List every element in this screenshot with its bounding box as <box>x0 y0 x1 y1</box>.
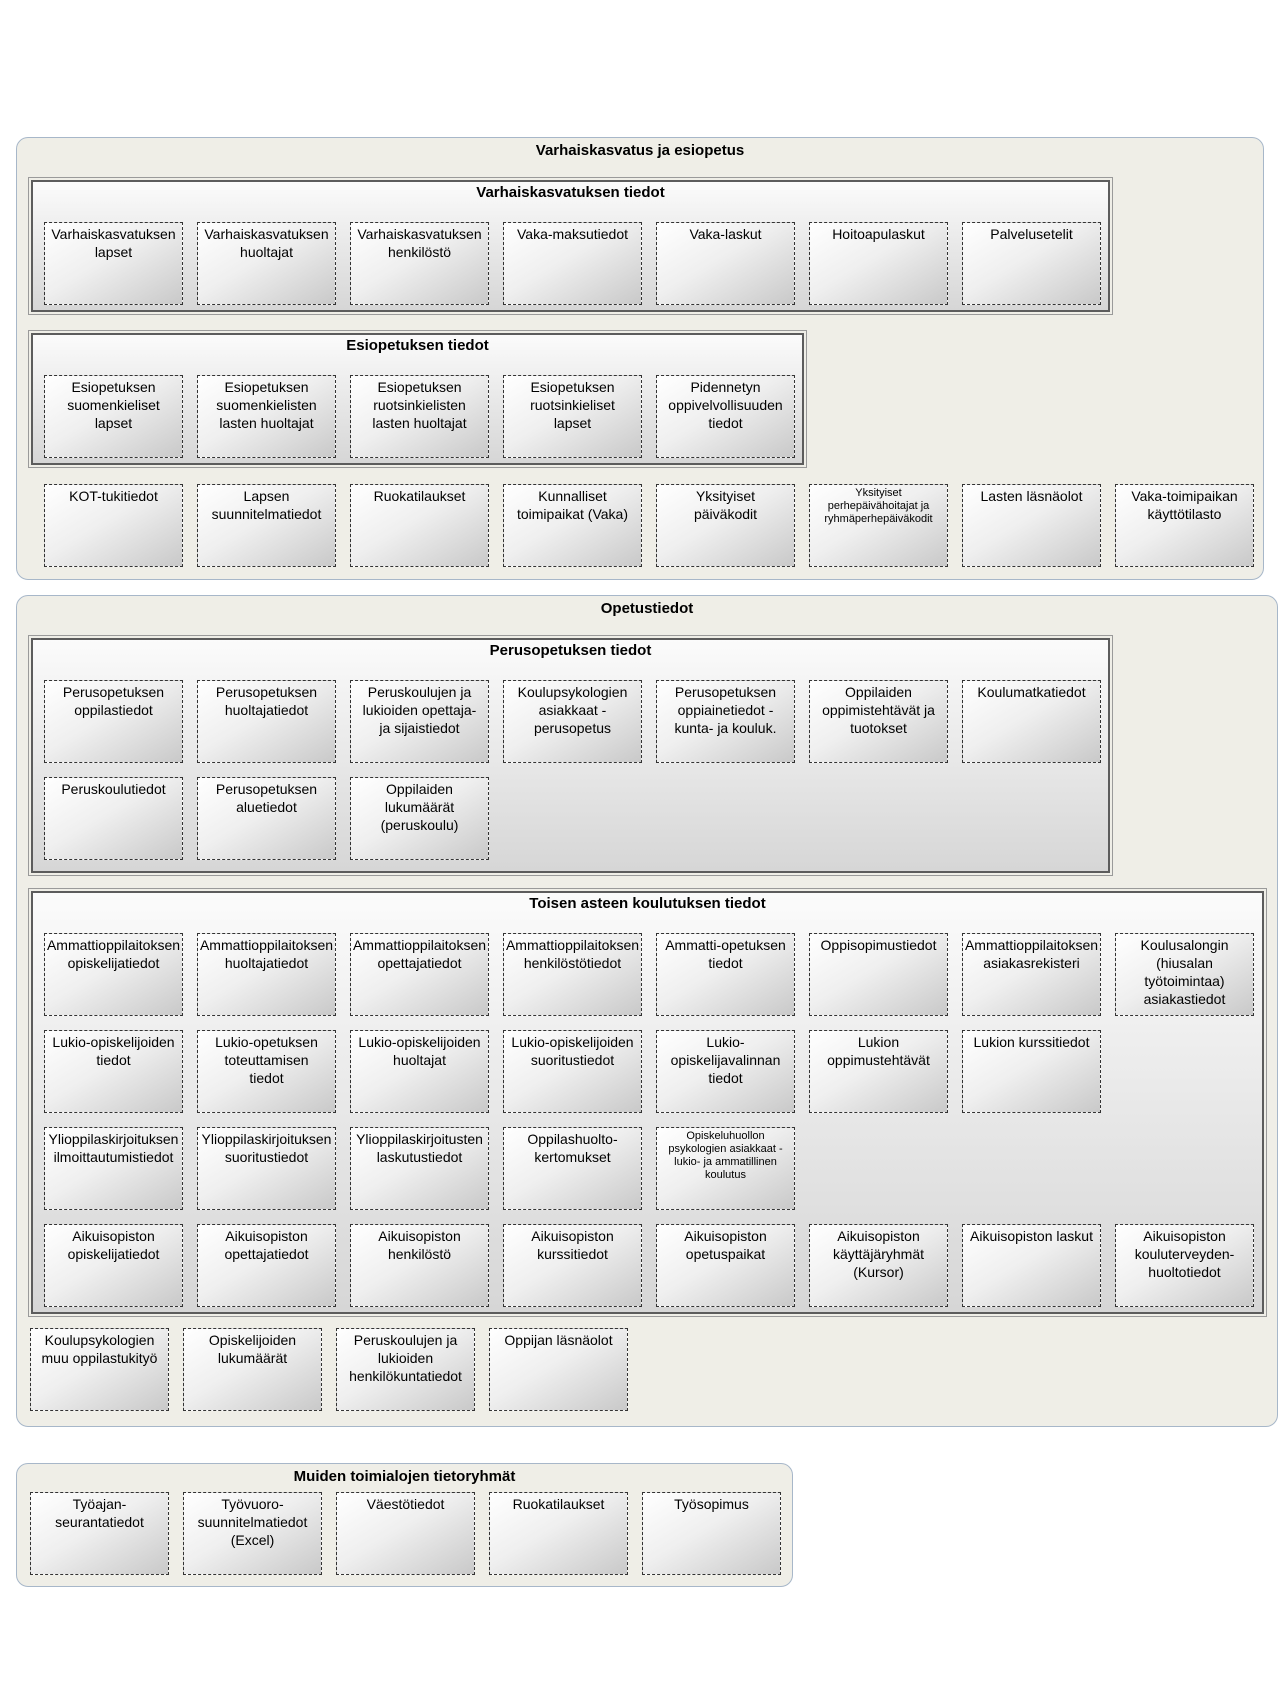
data-item[interactable]: Peruskoulutiedot <box>44 777 183 860</box>
subgroup-esiopetuksen-tiedot: Esiopetuksen tiedot Esiopetuksen suomenk… <box>28 330 807 468</box>
data-item[interactable]: Lapsen suunnitelmatiedot <box>197 484 336 567</box>
data-item[interactable]: Ylioppilaskirjoituksen ilmoittautumistie… <box>44 1127 183 1210</box>
data-item[interactable]: Lukio- opiskelijavalinnan tiedot <box>656 1030 795 1113</box>
data-item[interactable]: Opiskelijoiden lukumäärät <box>183 1328 322 1411</box>
data-item[interactable]: Koulupsykologien asiakkaat - perusopetus <box>503 680 642 763</box>
data-item[interactable]: Aikuisopiston käyttäjäryhmät (Kursor) <box>809 1224 948 1307</box>
data-item[interactable]: Varhaiskasvatuksen lapset <box>44 222 183 305</box>
data-item[interactable]: Yksityiset perhepäivähoitajat ja ryhmäpe… <box>809 484 948 567</box>
subgroup-toisen-asteen-koulutuksen-tiedot: Toisen asteen koulutuksen tiedot Ammatti… <box>28 888 1267 1317</box>
data-item[interactable]: Vaka-maksutiedot <box>503 222 642 305</box>
data-item[interactable]: KOT-tukitiedot <box>44 484 183 567</box>
data-item[interactable]: Esiopetuksen suomenkieliset lapset <box>44 375 183 458</box>
data-item[interactable]: Hoitoapulaskut <box>809 222 948 305</box>
data-item[interactable]: Ammatti-opetuksen tiedot <box>656 933 795 1016</box>
group-title: Muiden toimialojen tietoryhmät <box>293 1468 516 1485</box>
data-item[interactable]: Ammattioppilaitoksen asiakasrekisteri <box>962 933 1101 1016</box>
subgroup-title: Perusopetuksen tiedot <box>489 642 652 659</box>
data-item[interactable]: Perusopetuksen oppiainetiedot - kunta- j… <box>656 680 795 763</box>
data-item[interactable]: Koulumatkatiedot <box>962 680 1101 763</box>
data-item[interactable]: Ylioppilaskirjoitusten laskutustiedot <box>350 1127 489 1210</box>
data-item[interactable]: Lukio-opiskelijoiden huoltajat <box>350 1030 489 1113</box>
data-item[interactable]: Oppisopimustiedot <box>809 933 948 1016</box>
data-item[interactable]: Kunnalliset toimipaikat (Vaka) <box>503 484 642 567</box>
data-item[interactable]: Työajan- seurantatiedot <box>30 1492 169 1575</box>
data-item[interactable]: Oppilaiden oppimistehtävät ja tuotokset <box>809 680 948 763</box>
data-item[interactable]: Aikuisopiston opiskelijatiedot <box>44 1224 183 1307</box>
data-item[interactable]: Ammattioppilaitoksen opiskelijatiedot <box>44 933 183 1016</box>
subgroup-title: Varhaiskasvatuksen tiedot <box>476 184 665 201</box>
data-item[interactable]: Lasten läsnäolot <box>962 484 1101 567</box>
data-item[interactable]: Perusopetuksen oppilastiedot <box>44 680 183 763</box>
data-item[interactable]: Aikuisopiston kurssitiedot <box>503 1224 642 1307</box>
data-item[interactable]: Varhaiskasvatuksen huoltajat <box>197 222 336 305</box>
data-item[interactable]: Lukio-opiskelijoiden suoritustiedot <box>503 1030 642 1113</box>
data-item[interactable]: Ammattioppilaitoksen huoltajatiedot <box>197 933 336 1016</box>
data-item[interactable]: Pidennetyn oppivelvollisuuden tiedot <box>656 375 795 458</box>
group-opetustiedot: Opetustiedot Perusopetuksen tiedot Perus… <box>16 595 1278 1427</box>
data-item[interactable]: Ammattioppilaitoksen opettajatiedot <box>350 933 489 1016</box>
data-item[interactable]: Aikuisopiston henkilöstö <box>350 1224 489 1307</box>
data-item[interactable]: Oppijan läsnäolot <box>489 1328 628 1411</box>
data-item[interactable]: Perusopetuksen aluetiedot <box>197 777 336 860</box>
subgroup-varhaiskasvatuksen-tiedot: Varhaiskasvatuksen tiedot Varhaiskasvatu… <box>28 177 1113 315</box>
data-item[interactable]: Perusopetuksen huoltajatiedot <box>197 680 336 763</box>
group-varhaiskasvatus-ja-esiopetus: Varhaiskasvatus ja esiopetus Varhaiskasv… <box>16 137 1264 580</box>
data-item[interactable]: Työsopimus <box>642 1492 781 1575</box>
subgroup-title: Toisen asteen koulutuksen tiedot <box>529 895 766 912</box>
data-item[interactable]: Peruskoulujen ja lukioiden henkilökuntat… <box>336 1328 475 1411</box>
data-item[interactable]: Aikuisopiston kouluterveyden- huoltotied… <box>1115 1224 1254 1307</box>
data-item[interactable]: Lukion oppimustehtävät <box>809 1030 948 1113</box>
data-item[interactable]: Lukio-opiskelijoiden tiedot <box>44 1030 183 1113</box>
data-item[interactable]: Ruokatilaukset <box>350 484 489 567</box>
data-item[interactable]: Peruskoulujen ja lukioiden opettaja- ja … <box>350 680 489 763</box>
data-item[interactable]: Yksityiset päiväkodit <box>656 484 795 567</box>
data-item[interactable]: Esiopetuksen ruotsinkieliset lapset <box>503 375 642 458</box>
data-item[interactable]: Palvelusetelit <box>962 222 1101 305</box>
data-item[interactable]: Varhaiskasvatuksen henkilöstö <box>350 222 489 305</box>
data-item[interactable]: Työvuoro- suunnitelmatiedot (Excel) <box>183 1492 322 1575</box>
data-item[interactable]: Koulupsykologien muu oppilastukityö <box>30 1328 169 1411</box>
data-item[interactable]: Väestötiedot <box>336 1492 475 1575</box>
data-item[interactable]: Aikuisopiston opettajatiedot <box>197 1224 336 1307</box>
data-item[interactable]: Ylioppilaskirjoituksen suoritustiedot <box>197 1127 336 1210</box>
group-title: Varhaiskasvatus ja esiopetus <box>535 142 745 159</box>
data-item[interactable]: Ruokatilaukset <box>489 1492 628 1575</box>
data-item[interactable]: Opiskeluhuollon psykologien asiakkaat - … <box>656 1127 795 1210</box>
data-item[interactable]: Esiopetuksen suomenkielisten lasten huol… <box>197 375 336 458</box>
data-item[interactable]: Lukion kurssitiedot <box>962 1030 1101 1113</box>
group-title: Opetustiedot <box>600 600 694 617</box>
data-item[interactable]: Oppilaiden lukumäärät (peruskoulu) <box>350 777 489 860</box>
data-item[interactable]: Esiopetuksen ruotsinkielisten lasten huo… <box>350 375 489 458</box>
subgroup-perusopetuksen-tiedot: Perusopetuksen tiedot Perusopetuksen opp… <box>28 635 1113 876</box>
data-item[interactable]: Aikuisopiston laskut <box>962 1224 1101 1307</box>
data-item[interactable]: Vaka-laskut <box>656 222 795 305</box>
data-item[interactable]: Koulusalongin (hiusalan työtoimintaa) as… <box>1115 933 1254 1016</box>
data-item[interactable]: Oppilashuolto- kertomukset <box>503 1127 642 1210</box>
data-item[interactable]: Ammattioppilaitoksen henkilöstötiedot <box>503 933 642 1016</box>
data-item[interactable]: Aikuisopiston opetuspaikat <box>656 1224 795 1307</box>
data-item[interactable]: Lukio-opetuksen toteuttamisen tiedot <box>197 1030 336 1113</box>
group-muiden-toimialojen-tietoryhmat: Muiden toimialojen tietoryhmät Työajan- … <box>16 1463 793 1587</box>
subgroup-title: Esiopetuksen tiedot <box>346 337 489 354</box>
data-item[interactable]: Vaka-toimipaikan käyttötilasto <box>1115 484 1254 567</box>
